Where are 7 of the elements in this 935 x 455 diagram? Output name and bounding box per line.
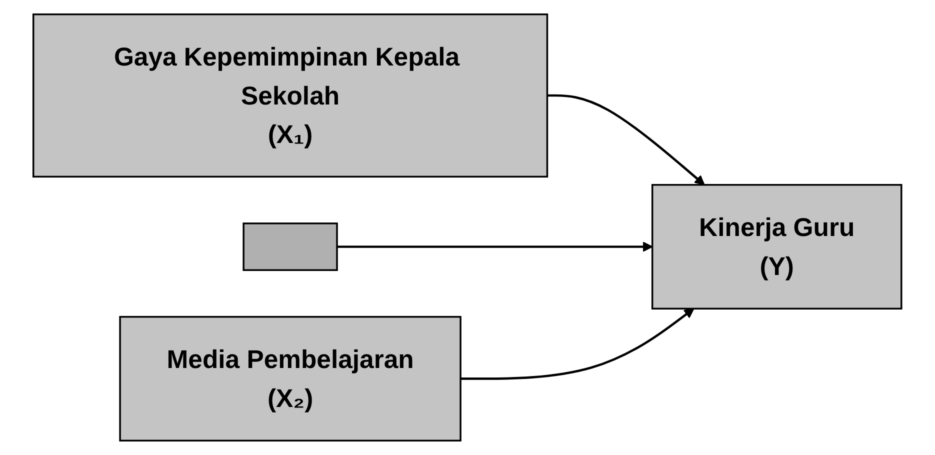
node-box: Media Pembelajaran (X₂) — [119, 316, 462, 442]
arrow — [460, 308, 694, 380]
node-box — [242, 222, 338, 271]
arrow — [547, 94, 705, 186]
node-box: Gaya Kepemimpinan Kepala Sekolah (X₁) — [32, 13, 548, 178]
node-box: Kinerja Guru (Y) — [652, 184, 902, 310]
arrow — [337, 242, 653, 252]
